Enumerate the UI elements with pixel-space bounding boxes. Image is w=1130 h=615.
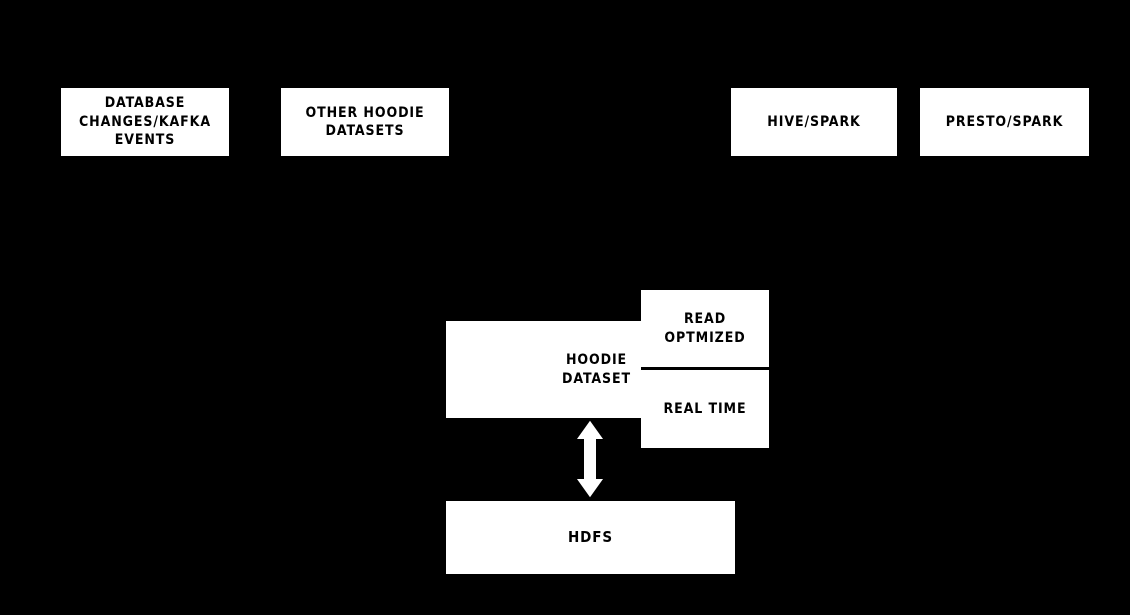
node-label: PRESTO/SPARK: [945, 113, 1064, 130]
node-hive-spark[interactable]: HIVE/SPARK: [731, 88, 897, 156]
node-label: DATABASE CHANGES/KAFKA EVENTS: [78, 95, 211, 149]
node-real-time-view[interactable]: REAL TIME: [641, 370, 769, 448]
node-read-optimized-view[interactable]: READ OPTMIZED: [641, 290, 769, 370]
node-label: REAL TIME: [663, 400, 747, 417]
node-database-changes-kafka-events[interactable]: DATABASE CHANGES/KAFKA EVENTS: [61, 88, 229, 156]
node-label: HIVE/SPARK: [767, 113, 861, 130]
node-presto-spark[interactable]: PRESTO/SPARK: [920, 88, 1089, 156]
double-headed-arrow-icon: [570, 418, 610, 500]
node-label: HOODIE DATASET: [562, 352, 631, 387]
node-label: OTHER HOODIE DATASETS: [305, 104, 425, 139]
node-other-hoodie-datasets[interactable]: OTHER HOODIE DATASETS: [281, 88, 449, 156]
node-label: READ OPTMIZED: [664, 311, 746, 346]
node-hoodie-dataset[interactable]: HOODIE DATASET: [446, 321, 641, 418]
node-hdfs[interactable]: HDFS: [446, 501, 735, 574]
node-label: HDFS: [567, 527, 614, 546]
